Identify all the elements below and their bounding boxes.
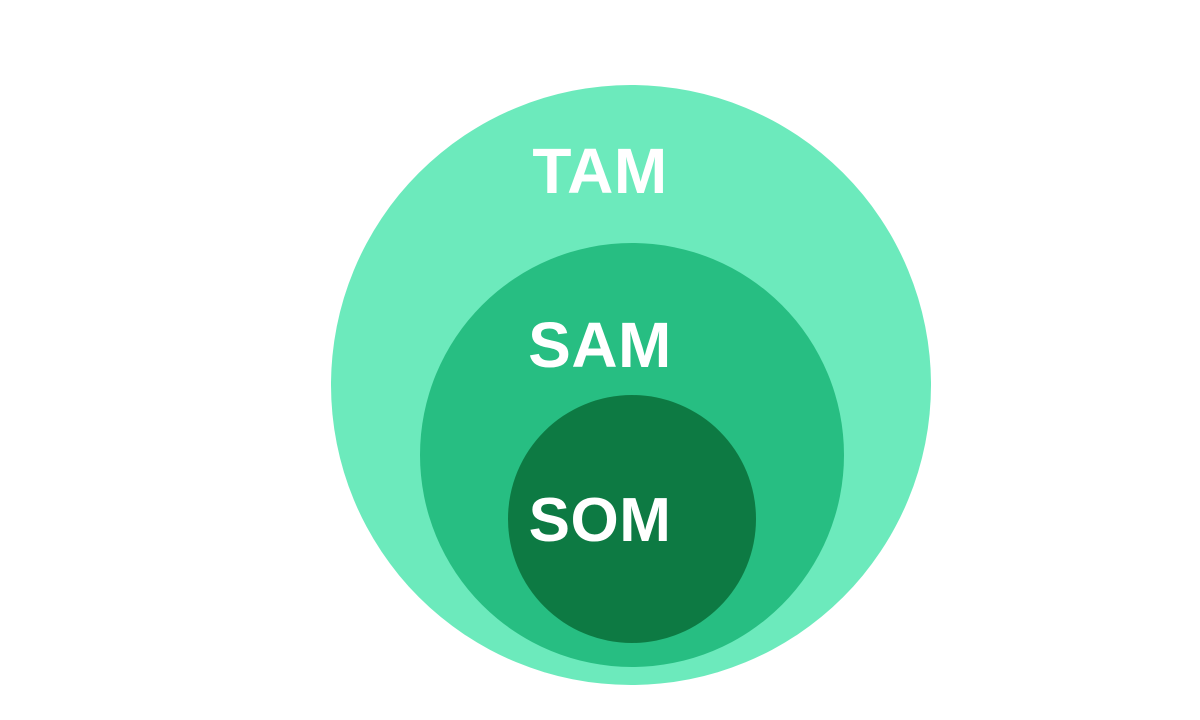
sam-label: SAM <box>528 309 672 381</box>
som-circle <box>508 395 756 643</box>
som-label: SOM <box>528 486 672 555</box>
tam-label: TAM <box>532 135 668 207</box>
